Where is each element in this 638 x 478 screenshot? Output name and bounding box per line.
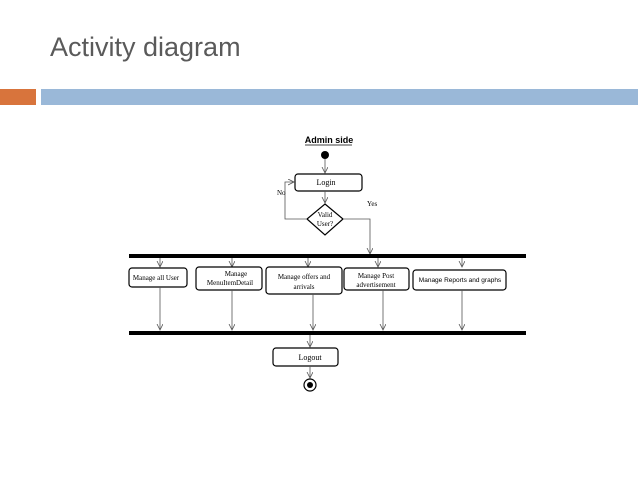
action-manage-offers	[265, 266, 343, 295]
login-node	[294, 173, 363, 192]
action-manage-users-label: Manage all User	[133, 274, 180, 282]
action-manage-post-label2: advertisement	[356, 281, 395, 289]
edge-yes	[343, 218, 370, 254]
no-label: No	[277, 189, 286, 197]
decision-label-line2: User?	[317, 220, 333, 228]
join-bar	[129, 331, 526, 335]
accent-bar-blue	[41, 89, 638, 105]
edge-no-loop	[284, 182, 307, 220]
action-manage-reports-label: Manage Reports and graphs	[419, 277, 502, 284]
accent-bar-orange	[0, 89, 36, 105]
action-manage-offers-label2: arrivals	[294, 283, 315, 291]
fork-bar	[129, 254, 526, 258]
decision-label-line1: Valid	[318, 211, 333, 219]
logout-node	[272, 347, 339, 367]
action-manage-menu-label1: Manage	[225, 270, 248, 278]
login-label: Login	[316, 178, 335, 187]
action-manage-users	[128, 267, 188, 288]
slide-title: Activity diagram	[50, 32, 241, 62]
action-manage-menu	[195, 266, 263, 291]
diagram-header: Admin side	[305, 135, 354, 145]
action-manage-post	[343, 267, 410, 291]
action-manage-offers-label1: Manage offers and	[278, 273, 331, 281]
initial-node	[321, 151, 329, 159]
action-manage-reports	[412, 269, 507, 291]
decision-node	[306, 203, 344, 236]
action-manage-post-label1: Manage Post	[358, 272, 394, 280]
final-node-inner	[307, 382, 313, 388]
action-manage-menu-label2: MenuItemDetail	[207, 279, 253, 287]
yes-label: Yes	[367, 200, 377, 208]
logout-label: Logout	[298, 353, 322, 362]
